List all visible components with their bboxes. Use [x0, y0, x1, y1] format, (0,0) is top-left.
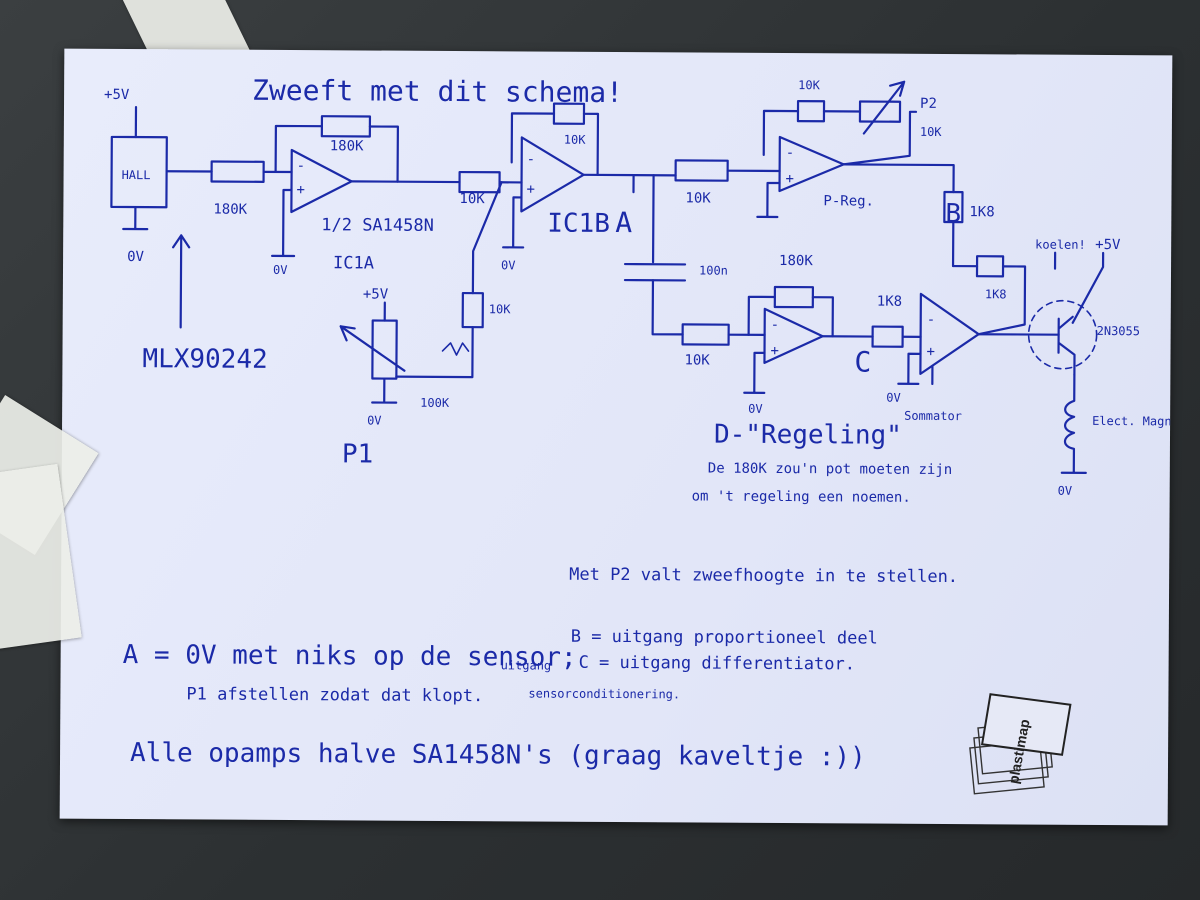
- hall-sensor: +5V HALL 0V MLX90242: [104, 87, 268, 375]
- r-offset-label: 10K: [489, 302, 512, 316]
- r-b-label: 1K8: [969, 204, 994, 220]
- resistor-rfb5: [975, 255, 1005, 278]
- sommator-label: Sommator: [904, 409, 962, 423]
- svg-text:-: -: [527, 151, 536, 167]
- svg-text:-: -: [786, 145, 795, 161]
- note-opamps: Alle opamps halve SA1458N's (graag kavel…: [130, 738, 866, 772]
- stage-sommator: 1K8 - + 0V 1K8 Sommator: [871, 255, 1060, 423]
- ground-label-sensor: 0V: [127, 249, 145, 265]
- resistor-r1: [210, 160, 265, 183]
- resistor-10k-offset: [461, 291, 484, 329]
- ic1b-name-label: IC1B: [547, 209, 610, 239]
- stage-ic1b: 10K - + 0V 10K IC1B A: [458, 102, 677, 272]
- note-a-side-2: sensorconditionering.: [528, 686, 680, 701]
- ic1a-name-label: IC1A: [333, 253, 374, 273]
- arrow-to-sensor: [172, 234, 191, 329]
- r-100k-label: 100K: [420, 396, 450, 410]
- plastimap-logo: plastimap: [969, 693, 1072, 795]
- rfb2-label: 10K: [564, 133, 587, 147]
- resistor-r3: [674, 159, 729, 182]
- svg-text:+: +: [770, 343, 779, 359]
- resistor-rfb3: [796, 100, 826, 123]
- ground-label-ic1a: 0V: [273, 263, 288, 277]
- ground-label-ic1b: 0V: [501, 258, 516, 272]
- circuit-schematic: Zweeft met dit schema! +5V HALL 0V MLX90…: [104, 74, 1172, 795]
- svg-text:-: -: [297, 158, 306, 174]
- note-a: A = 0V met niks op de sensor;: [123, 640, 577, 673]
- note-p1: P1 afstellen zodat dat klopt.: [186, 684, 483, 706]
- svg-text:+: +: [526, 181, 535, 197]
- potentiometer-p1: [371, 319, 398, 380]
- stage-p-regulator: 10K - + 10K P2 10K P-Reg. B 1K8: [674, 78, 995, 268]
- r1-label: 180K: [213, 202, 247, 218]
- stage-ic1a: 180K - + 0V 180K 1/2 SA1458N IC1A: [210, 115, 461, 277]
- resistor-rfb4: [773, 285, 815, 309]
- r5-label: 1K8: [877, 294, 902, 310]
- resistor-r2: [458, 170, 501, 194]
- magnet-label: Elect. Magn.: [1092, 414, 1172, 429]
- p1-label: P1: [342, 439, 373, 469]
- p2-value-label: 10K: [920, 125, 943, 139]
- d-note-2: om 't regeling een noemen.: [692, 488, 911, 505]
- paper-sheet: Zweeft met dit schema! +5V HALL 0V MLX90…: [59, 48, 1173, 826]
- resistor-rfb1: [320, 115, 372, 138]
- supply-label-sensor: +5V: [104, 87, 130, 103]
- note-b: B = uitgang proportioneel deel: [571, 627, 878, 649]
- potentiometer-p2: [858, 100, 902, 123]
- opamp-sommator: [919, 292, 980, 375]
- driver-stage: koelen! +5V 2N3055 Elect. Magn. 0V: [1027, 237, 1172, 498]
- svg-text:-: -: [927, 312, 936, 328]
- d-note-1: De 180K zou'n pot moeten zijn: [708, 461, 953, 478]
- note-a-side-1: uitgang: [501, 658, 552, 672]
- transistor-heatsink-outline: [1027, 299, 1098, 370]
- p-reg-label: P-Reg.: [823, 193, 874, 209]
- note-c: C = uitgang differentiator.: [579, 653, 855, 675]
- opamp-ic1b: [520, 136, 585, 213]
- transistor-label: 2N3055: [1097, 324, 1140, 338]
- resistor-r4: [681, 323, 730, 346]
- cap-label: 100n: [699, 264, 728, 278]
- opamp-d: [763, 307, 824, 365]
- opamp-ic1a: [290, 148, 353, 214]
- transistor-2n3055: [1057, 315, 1076, 376]
- svg-text:+: +: [296, 182, 305, 198]
- supply-label-driver: +5V: [1095, 237, 1121, 253]
- rfb3-label: 10K: [798, 78, 821, 92]
- electromagnet-coil: [1060, 373, 1087, 474]
- svg-text:+: +: [926, 344, 935, 360]
- node-c-label: C: [854, 345, 871, 378]
- node-b-label: B: [945, 199, 961, 229]
- r3-label: 10K: [685, 190, 711, 206]
- r2-label: 10K: [459, 191, 485, 207]
- p2-label: P2: [920, 96, 937, 112]
- d-regeling-label: D-"Regeling": [714, 420, 902, 451]
- ground-label-sum: 0V: [886, 391, 901, 405]
- rfb1-label: 180K: [330, 138, 364, 154]
- cooling-label: koelen!: [1035, 238, 1086, 252]
- rfb5-label: 1K8: [985, 287, 1007, 301]
- resistor-r5: [871, 325, 904, 348]
- svg-text:-: -: [771, 317, 780, 333]
- offset-network-p1: +5V 0V P1 100K 10K: [339, 181, 512, 470]
- stage-differentiator: 100n 10K - + 0V 180K C D-"Regeling" De 1…: [623, 174, 953, 506]
- supply-label-p1: +5V: [363, 286, 389, 302]
- capacitor-100n: [623, 262, 687, 282]
- ground-label-d: 0V: [748, 402, 763, 416]
- ground-label-driver: 0V: [1058, 484, 1073, 498]
- svg-text:+: +: [786, 171, 795, 187]
- notes: Met P2 valt zweefhoogte in te stellen. B…: [123, 565, 959, 773]
- ground-label-p1: 0V: [367, 413, 382, 427]
- resistor-rfb2: [552, 102, 586, 125]
- sensor-part-label: MLX90242: [142, 344, 267, 375]
- ic1a-chip-label: 1/2 SA1458N: [321, 215, 434, 236]
- hall-box-label: HALL: [122, 168, 151, 182]
- rfb4-label: 180K: [779, 253, 813, 269]
- node-a-label: A: [615, 206, 632, 239]
- opamp-p-reg: [778, 135, 845, 193]
- note-p2: Met P2 valt zweefhoogte in te stellen.: [569, 565, 958, 587]
- r4-label: 10K: [684, 352, 710, 368]
